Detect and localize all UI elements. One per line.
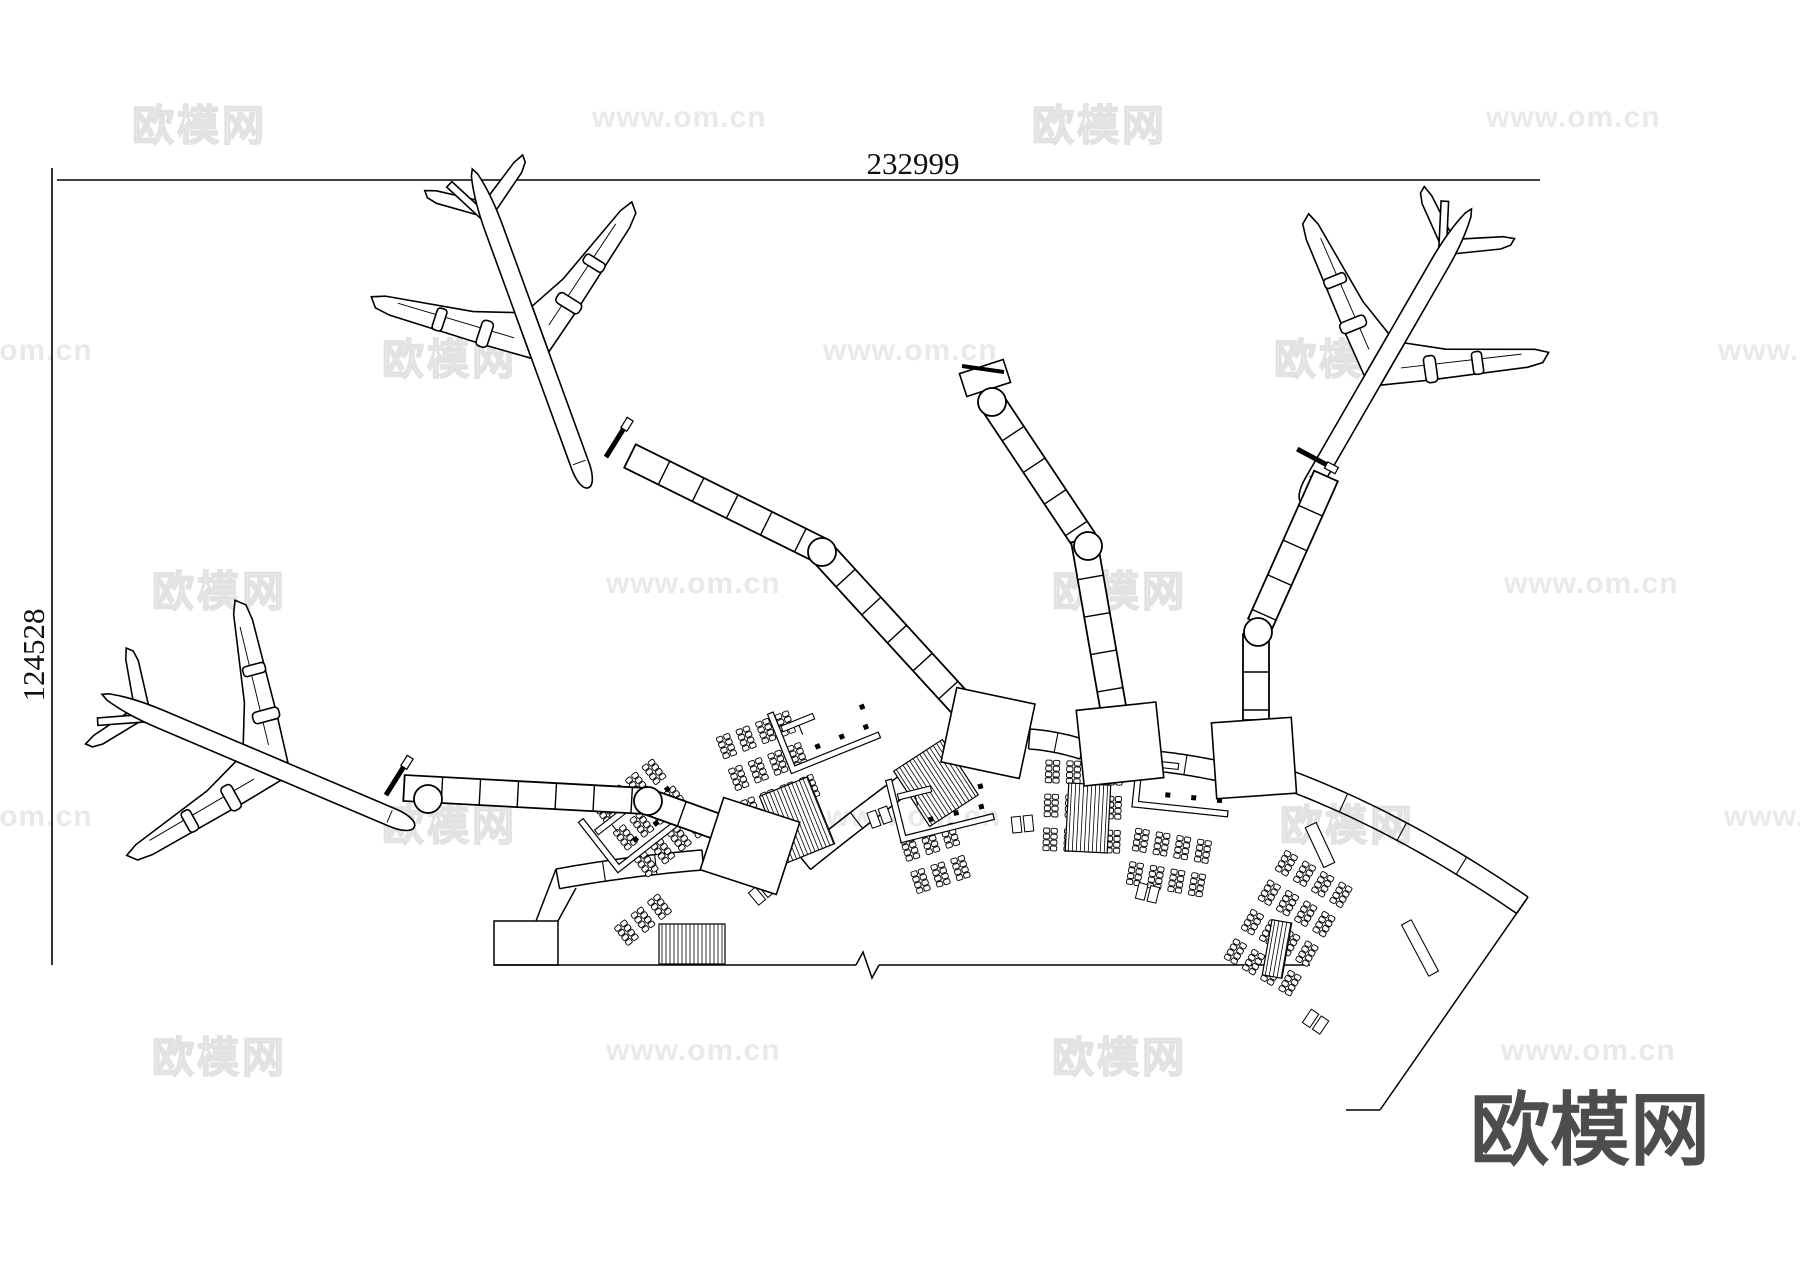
jet-bridge-gate-3	[958, 358, 1165, 787]
aircraft-right	[1298, 185, 1550, 505]
gate-counter	[766, 703, 882, 775]
aircraft-top	[370, 153, 637, 489]
escalator-hatches	[658, 738, 1293, 980]
dimension-left: 124528	[16, 168, 53, 965]
gate-counter	[884, 778, 996, 844]
jet-bridge-gate-1	[383, 754, 801, 896]
seat-group	[614, 893, 672, 946]
dimension-top: 232999	[57, 146, 1540, 181]
dimension-top-value: 232999	[867, 146, 960, 181]
aircraft-layer	[84, 153, 1550, 861]
dimension-left-value: 124528	[16, 609, 51, 702]
jet-bridge-layer	[383, 358, 1340, 896]
jet-bridge-gate-2	[603, 416, 1036, 780]
concourse-edges	[493, 868, 1529, 1111]
jet-bridge-gate-4	[1210, 446, 1340, 800]
site-logo: 欧模网	[1470, 1086, 1710, 1175]
aircraft-left	[84, 599, 416, 861]
